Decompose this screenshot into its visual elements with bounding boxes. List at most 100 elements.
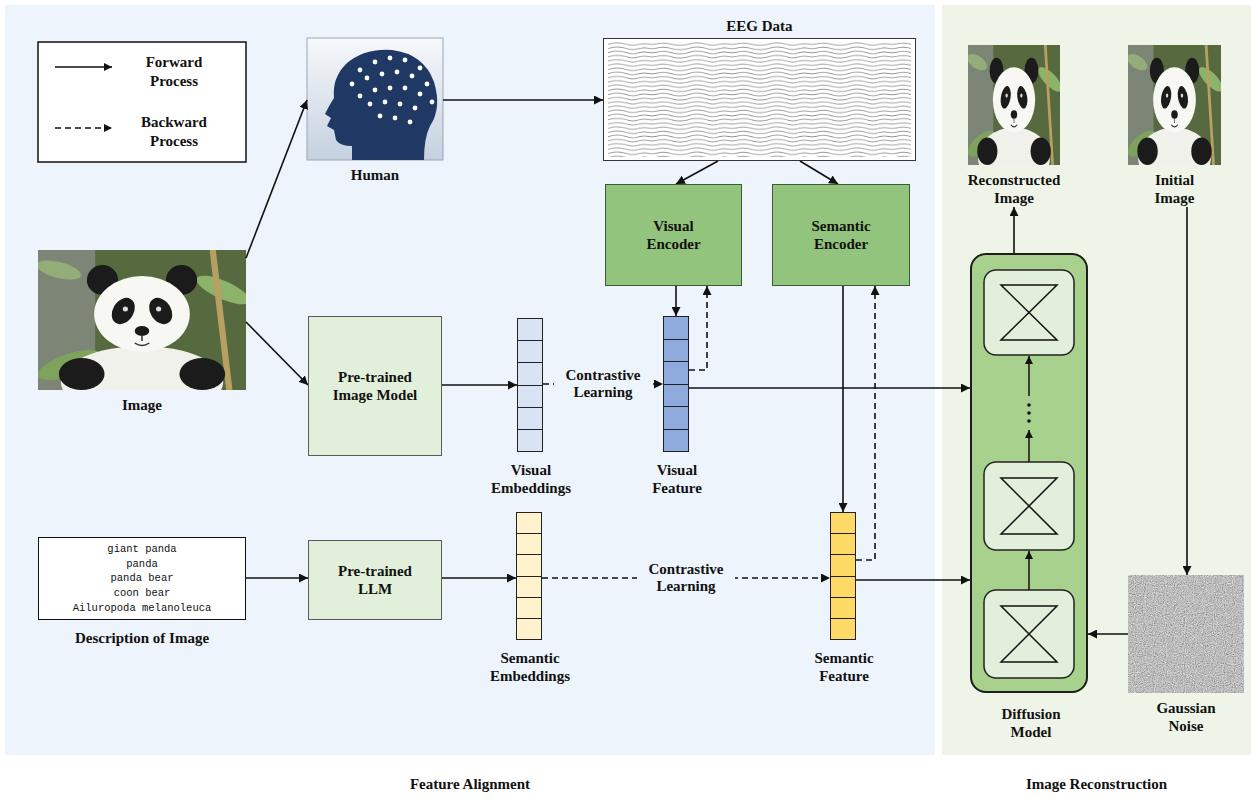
legend-entry: Backward Process [118,102,230,162]
box-label: Pre-trained Image Model [331,368,419,404]
gaussian-noise-image [1128,575,1244,693]
eeg-ground [603,38,916,161]
panel-heading: Image Reconstruction [1026,776,1167,792]
forward-connector [856,579,970,581]
input-image: Image [38,250,246,414]
left-panel-ground [5,5,935,755]
forward-connector [675,286,677,316]
semantic-encoder: Semantic Encoder [772,184,910,286]
language-model: Pre-trained LLM [308,540,442,620]
vector-cell [517,513,541,533]
legend-text: Backward Process [134,113,214,151]
image-label: Reconstructed Image [964,171,1064,207]
panel-heading: Feature Alignment [410,776,530,792]
panel-heading-holder: Image Reconstruction [942,775,1251,793]
vector-cell [517,576,541,597]
backward-connector [856,286,875,560]
vector-cell [518,385,542,407]
edge-label-holder: Contrastive Learning [637,561,735,596]
vector-label: Semantic Embeddings [490,650,570,684]
vector-cell [831,597,855,618]
visual-encoder: Visual Encoder [605,184,742,286]
semantic-feature: Semantic Feature [830,512,856,640]
vector-cell [831,513,855,533]
model-label-holder: Diffusion Model [981,705,1081,741]
head-silhouette [325,50,437,160]
vector-cell [518,407,542,429]
image-model: Pre-trained Image Model [308,316,442,456]
vector-cell [518,319,542,340]
legend-dashed-arrow [55,127,112,129]
image-description: giant pandapandapanda bearcoon bearAilur… [38,537,246,647]
vector-cell [831,576,855,597]
forward-connector [1088,633,1128,635]
forward-connector [689,387,970,389]
semantic-embeddings: Semantic Embeddings [516,512,542,640]
vector-label: Semantic Feature [814,650,873,684]
image-frame [307,38,443,160]
panda-photo [34,250,253,418]
vector-cell [518,340,542,362]
vector-cell [664,429,688,452]
forward-connector [246,100,307,258]
vector-cell [831,618,855,639]
initial-image: Initial Image [1128,45,1221,207]
forward-connector [442,577,516,579]
human-frame [307,38,443,160]
legend-entry: Forward Process [118,42,230,102]
vector-cell [664,384,688,407]
eeg-waves [608,42,911,157]
edge-label: Contrastive Learning [554,367,652,402]
vector-cell [517,554,541,575]
heading-holder: EEG Data [604,17,915,35]
image-label: Human [351,166,399,184]
image-label: Initial Image [1135,171,1215,207]
visual-embeddings: Visual Embeddings [517,318,543,452]
forward-connector [800,161,838,184]
vector-cell [518,362,542,384]
edge-label: Contrastive Learning [637,561,735,596]
description-box: giant pandapandapanda bearcoon bearAilur… [38,537,246,620]
forward-connector [443,99,603,101]
box-label: Semantic Encoder [794,217,889,253]
forward-connector [1186,207,1188,575]
vector-label-holder: Visual Feature [632,461,722,497]
image-frame [38,250,246,390]
eeg-data: EEG Data [603,38,916,161]
description-line: panda [126,557,158,572]
vector-cell [517,597,541,618]
reconstructed-panda-photo [966,45,1063,189]
description-line: panda bear [110,571,173,586]
vector-cell [517,618,541,639]
vector-cell [664,339,688,362]
vector-label-holder: Semantic Feature [799,649,889,685]
backward-connector [689,286,707,370]
gaussian-noise: Gaussian Noise [1128,575,1244,735]
image-frame [1128,45,1221,165]
vector-label: Visual Feature [652,462,702,496]
forward-connector [246,577,308,579]
forward-connector [246,322,308,385]
box-label: Pre-trained LLM [331,562,419,598]
image-label: Gaussian Noise [1146,699,1226,735]
image-frame [1128,575,1244,693]
unet-blocks [984,270,1074,678]
model-label: Diffusion Model [1001,706,1060,740]
vector-cell [664,406,688,429]
initial-panda-photo [1126,45,1224,189]
box-label: Visual Encoder [626,217,721,253]
vector-cell [664,361,688,384]
vector-cell [664,317,688,339]
image-reconstruction-panel: Image ReconstructionDiffusion ModelRecon… [942,5,1251,755]
legend-text: Forward Process [134,53,214,91]
image-frame [968,45,1060,165]
diffusion-model: Diffusion Model [970,253,1088,693]
electrode-dots [350,56,435,125]
panel-heading-holder: Feature Alignment [5,775,935,793]
legend-solid-arrow [55,66,112,68]
vector-label-holder: Semantic Embeddings [485,649,575,685]
vector-cell [831,533,855,554]
eeg-heading: EEG Data [726,18,792,34]
vector-cell [518,429,542,451]
reconstructed-image: Reconstructed Image [964,45,1064,207]
